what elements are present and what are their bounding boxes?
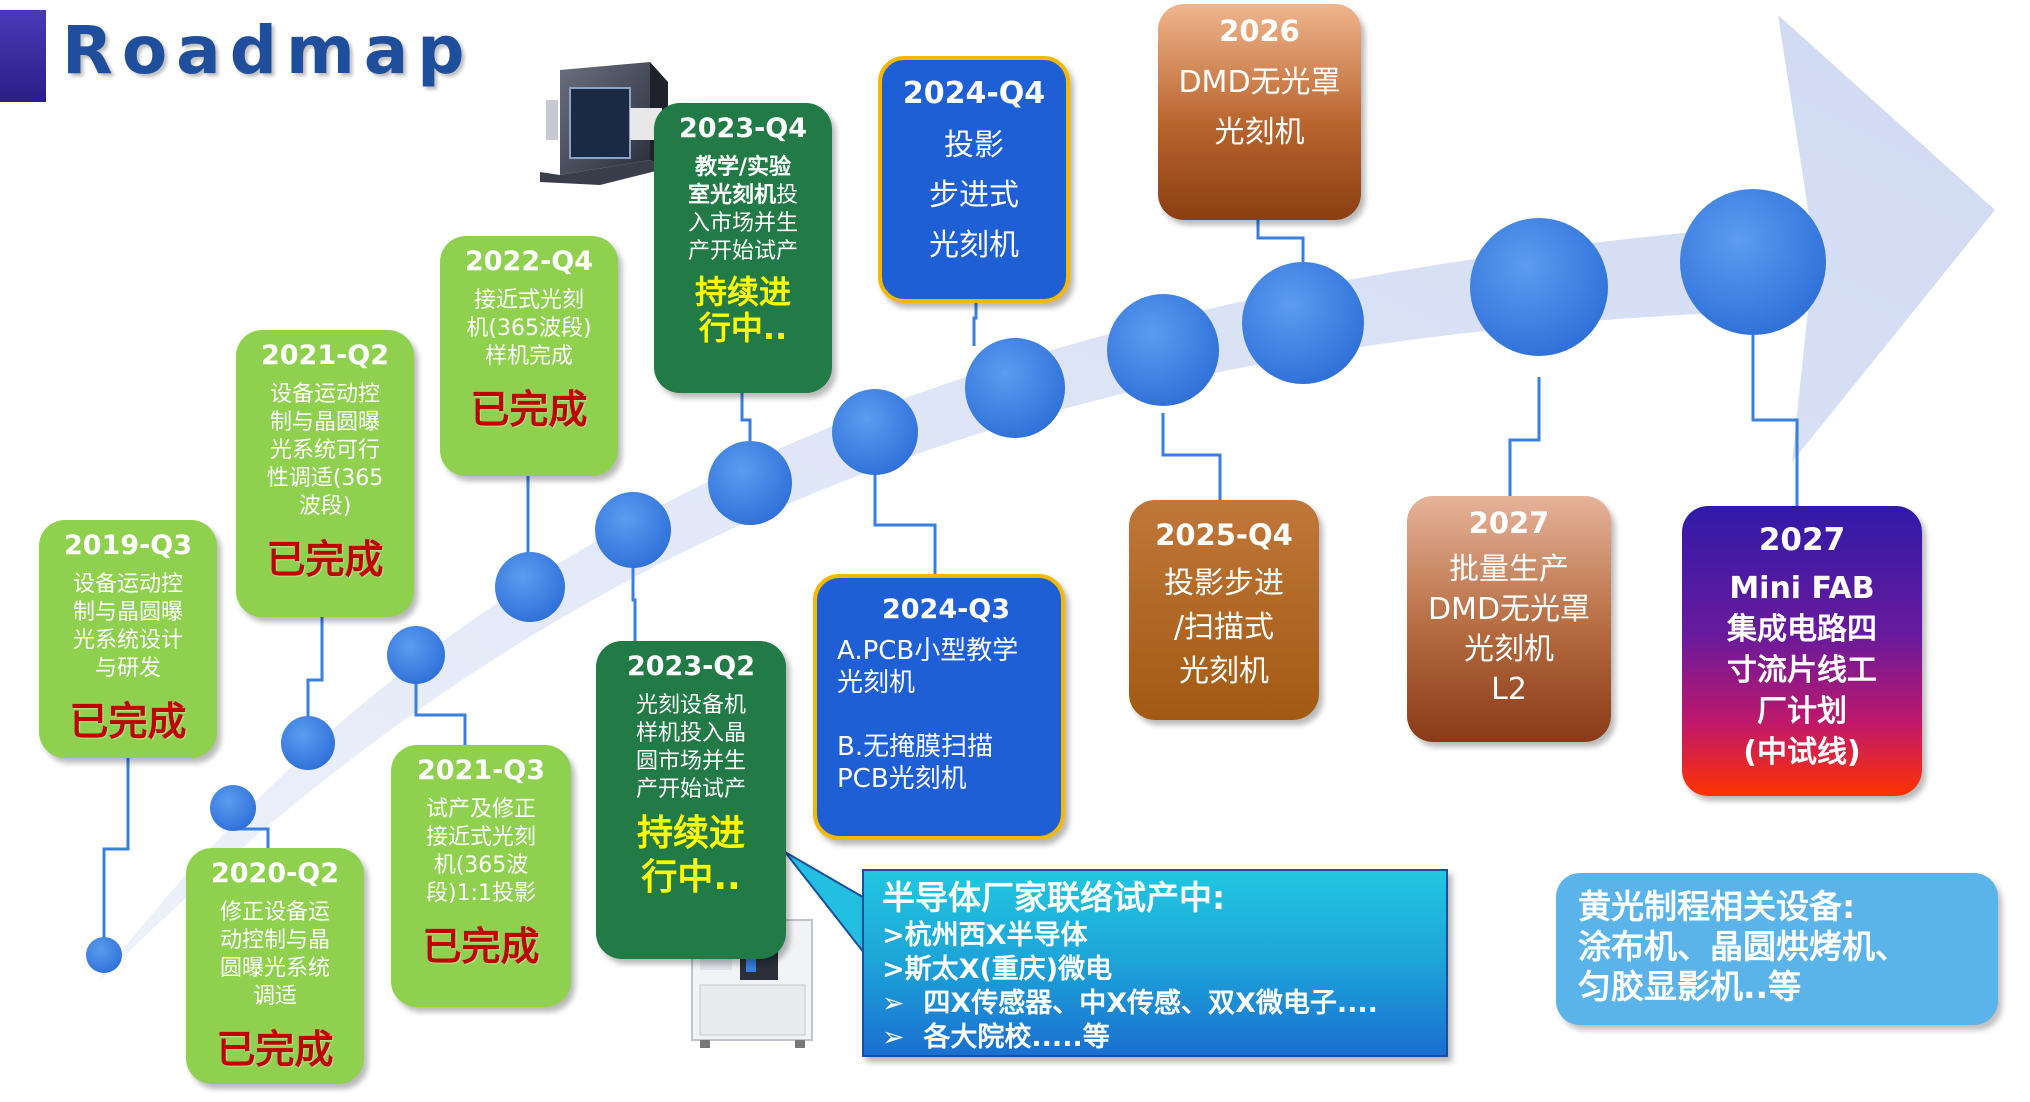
milestone-2024-q3: 2024-Q3 A.PCB小型教学 光刻机 B.无掩膜扫描 PCB光刻机 [813,574,1065,840]
milestone-status: 持续进 行中.. [694,273,791,347]
milestone-text: 批量生产 DMD无光罩 光刻机 L2 [1427,552,1591,707]
milestone-year: 2027 [1468,506,1550,540]
callout-title: 半导体厂家联络试产中: [882,878,1226,917]
milestone-2021-q2: 2021-Q2 设备运动控 制与晶圆曝 光系统可行 性调适(365 波段) 已完… [236,330,414,617]
milestone-dot [965,338,1065,438]
milestone-dots [86,189,1826,973]
milestone-dot [387,626,445,684]
milestone-year: 2024-Q4 [902,76,1046,111]
milestone-text: 修正设备运 动控制与晶 圆曝光系统 调适 [219,900,330,1009]
milestone-2023-q4: 2023-Q4 教学/实验 室光刻机投 入市场并生 产开始试产 持续进 行中.. [654,103,832,393]
milestone-2022-q4: 2022-Q4 接近式光刻 机(365波段) 样机完成 已完成 [440,236,618,476]
milestone-text: 接近式光刻 机(365波段) 样机完成 [466,288,592,369]
milestone-year: 2025-Q4 [1155,518,1293,552]
milestone-dot [1470,218,1608,356]
milestone-dot [1680,189,1826,335]
milestone-text: 设备运动控 制与晶圆曝 光系统可行 性调适(365 波段) [266,382,384,519]
milestone-dot [210,785,256,831]
milestone-status: 已完成 [266,538,384,583]
note-line: 涂布机、晶圆烘烤机、 [1578,927,1908,966]
milestone-2024-q4: 2024-Q4 投影 步进式 光刻机 [878,56,1070,303]
related-equipment-note: 黄光制程相关设备: 涂布机、晶圆烘烤机、 匀胶显影机..等 [1556,873,1998,1025]
milestone-2026: 2026 DMD无光罩 光刻机 [1158,4,1361,220]
milestone-year: 2026 [1219,14,1300,48]
milestone-year: 2021-Q2 [260,340,390,371]
connector-line [740,393,752,447]
milestone-year: 2020-Q2 [210,858,340,889]
callout-line: ➢ 四X传感器、中X传感、双X微电子.... [882,988,1378,1019]
milestone-year: 2021-Q3 [416,755,546,786]
milestone-dot [708,441,792,525]
milestone-year: 2022-Q4 [464,246,594,277]
milestone-status: 已完成 [216,1028,334,1073]
milestone-text: 投影步进 /扫描式 光刻机 [1164,566,1284,689]
callout-line: >杭州西X半导体 [882,920,1088,951]
milestone-dot [281,716,335,770]
milestone-year: 2023-Q2 [626,651,756,682]
teaching-machine-image [540,62,668,185]
milestone-text: 试产及修正 接近式光刻 机(365波 段)1:1投影 [425,797,536,906]
callout-line: >斯太X(重庆)微电 [882,954,1113,985]
trial-production-callout: 半导体厂家联络试产中: >杭州西X半导体 >斯太X(重庆)微电 ➢ 四X传感器、… [862,869,1448,1057]
page-title: Roadmap [62,12,474,89]
milestone-2025-q4: 2025-Q4 投影步进 /扫描式 光刻机 [1129,500,1319,720]
milestone-text: 教学/实验 室光刻机投 入市场并生 产开始试产 [660,154,826,266]
milestone-2020-q2: 2020-Q2 修正设备运 动控制与晶 圆曝光系统 调适 已完成 [186,848,364,1084]
milestone-2027-minifab: 2027 Mini FAB 集成电路四 寸流片线工 厂计划 (中试线) [1682,506,1922,796]
connector-line [102,755,130,955]
callout-line: ➢ 各大院校.....等 [882,1022,1110,1053]
milestone-dot [495,552,565,622]
milestone-year: 2019-Q3 [63,530,193,561]
milestone-text: A.PCB小型教学 光刻机 B.无掩膜扫描 PCB光刻机 [837,636,1019,794]
milestone-year: 2023-Q4 [678,113,808,144]
note-line: 黄光制程相关设备: [1578,887,1856,926]
connector-line [873,434,937,574]
milestone-2027-l2: 2027 批量生产 DMD无光罩 光刻机 L2 [1407,496,1611,742]
milestone-dot [595,492,671,568]
milestone-2023-q2: 2023-Q2 光刻设备机 样机投入晶 圆市场并生 产开始试产 持续进 行中.. [596,641,786,959]
milestone-text: DMD无光罩 光刻机 [1178,65,1341,150]
milestone-text-rest: 投 入市场并生 产开始试产 [687,183,799,264]
milestone-2021-q3: 2021-Q3 试产及修正 接近式光刻 机(365波 段)1:1投影 已完成 [391,745,571,1007]
milestone-text: 光刻设备机 样机投入晶 圆市场并生 产开始试产 [635,693,746,802]
title-accent-bar [0,10,46,102]
milestone-status: 已完成 [422,925,540,970]
milestone-text: 投影 步进式 光刻机 [929,128,1019,263]
milestone-status: 已完成 [470,388,588,433]
connector-line [414,655,467,745]
connector-line [306,617,324,743]
note-line: 匀胶显影机..等 [1578,967,1802,1006]
connector-line [1161,413,1222,500]
milestone-text: 设备运动控 制与晶圆曝 光系统设计 与研发 [72,572,183,681]
milestone-dot [86,937,122,973]
milestone-year: 2027 [1758,522,1846,558]
milestone-status: 已完成 [69,700,187,745]
connector-line [1508,377,1541,496]
milestone-dot [832,389,918,475]
milestone-text-bold: 教学/实验 室光刻机 [687,155,792,208]
milestone-text: Mini FAB 集成电路四 寸流片线工 厂计划 (中试线) [1727,571,1877,770]
milestone-dot [1242,262,1364,384]
milestone-status: 持续进 行中.. [636,813,745,898]
connector-line [1751,335,1799,506]
milestone-2019-q3: 2019-Q3 设备运动控 制与晶圆曝 光系统设计 与研发 已完成 [39,520,217,758]
connector-line [972,303,978,346]
milestone-year: 2024-Q3 [881,594,1011,625]
milestone-dot [1107,294,1219,406]
